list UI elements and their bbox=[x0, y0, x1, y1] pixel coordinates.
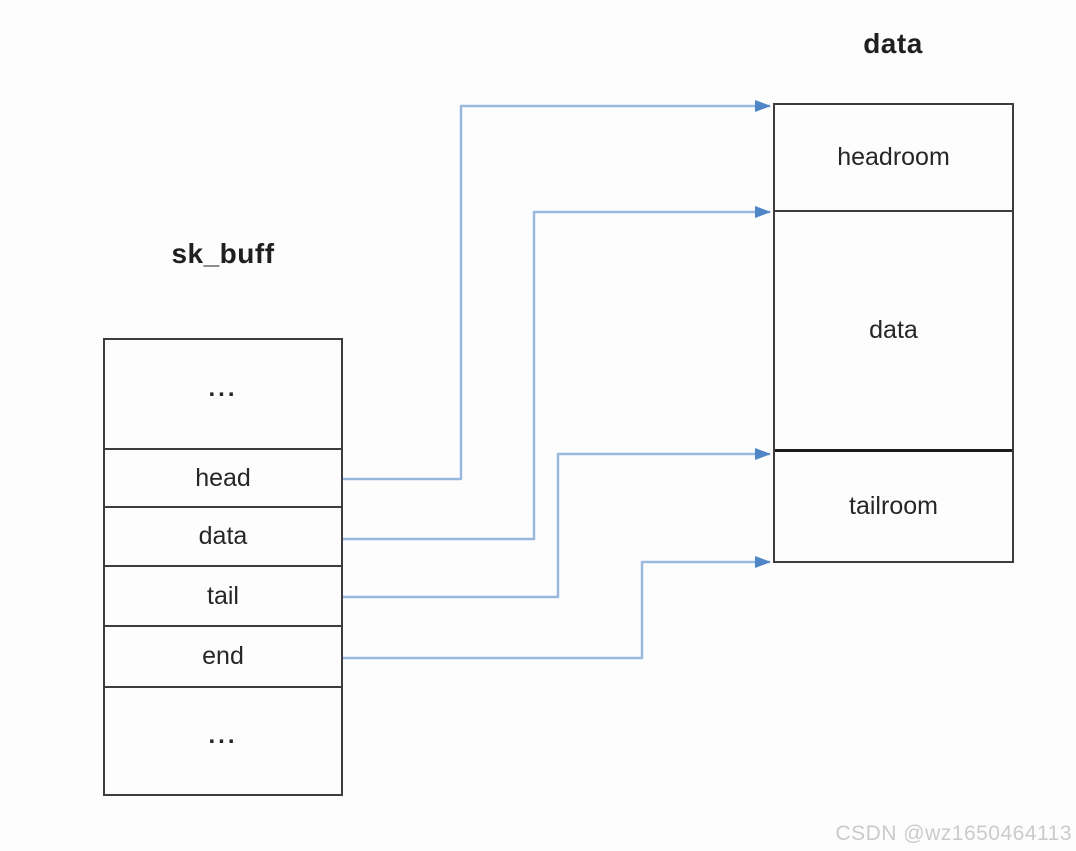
sk-buff-row-data: data bbox=[105, 508, 341, 567]
sk-buff-table-title: sk_buff bbox=[171, 238, 275, 269]
sk-buff-row-end: end bbox=[105, 627, 341, 688]
data-pointer-arrow bbox=[343, 206, 771, 541]
sk-buff-row-ellipsis-top: ... bbox=[105, 340, 341, 450]
sk-buff-table: ... head data tail end ... bbox=[103, 338, 343, 796]
csdn-watermark: CSDN @wz1650464113 bbox=[835, 822, 1072, 845]
buffer-row-headroom: headroom bbox=[775, 105, 1012, 212]
buffer-row-data: data bbox=[775, 212, 1012, 452]
sk-buff-row-tail: tail bbox=[105, 567, 341, 627]
sk-buff-row-ellipsis-bottom: ... bbox=[208, 722, 238, 749]
buffer-row-tailroom: tailroom bbox=[849, 492, 938, 520]
data-buffer-table: headroom data tailroom bbox=[773, 103, 1014, 563]
data-buffer-title: data bbox=[863, 28, 923, 59]
end-pointer-arrow bbox=[343, 556, 771, 660]
tail-pointer-arrow bbox=[343, 448, 771, 599]
sk-buff-row-head: head bbox=[105, 450, 341, 508]
head-pointer-arrow bbox=[343, 100, 771, 481]
